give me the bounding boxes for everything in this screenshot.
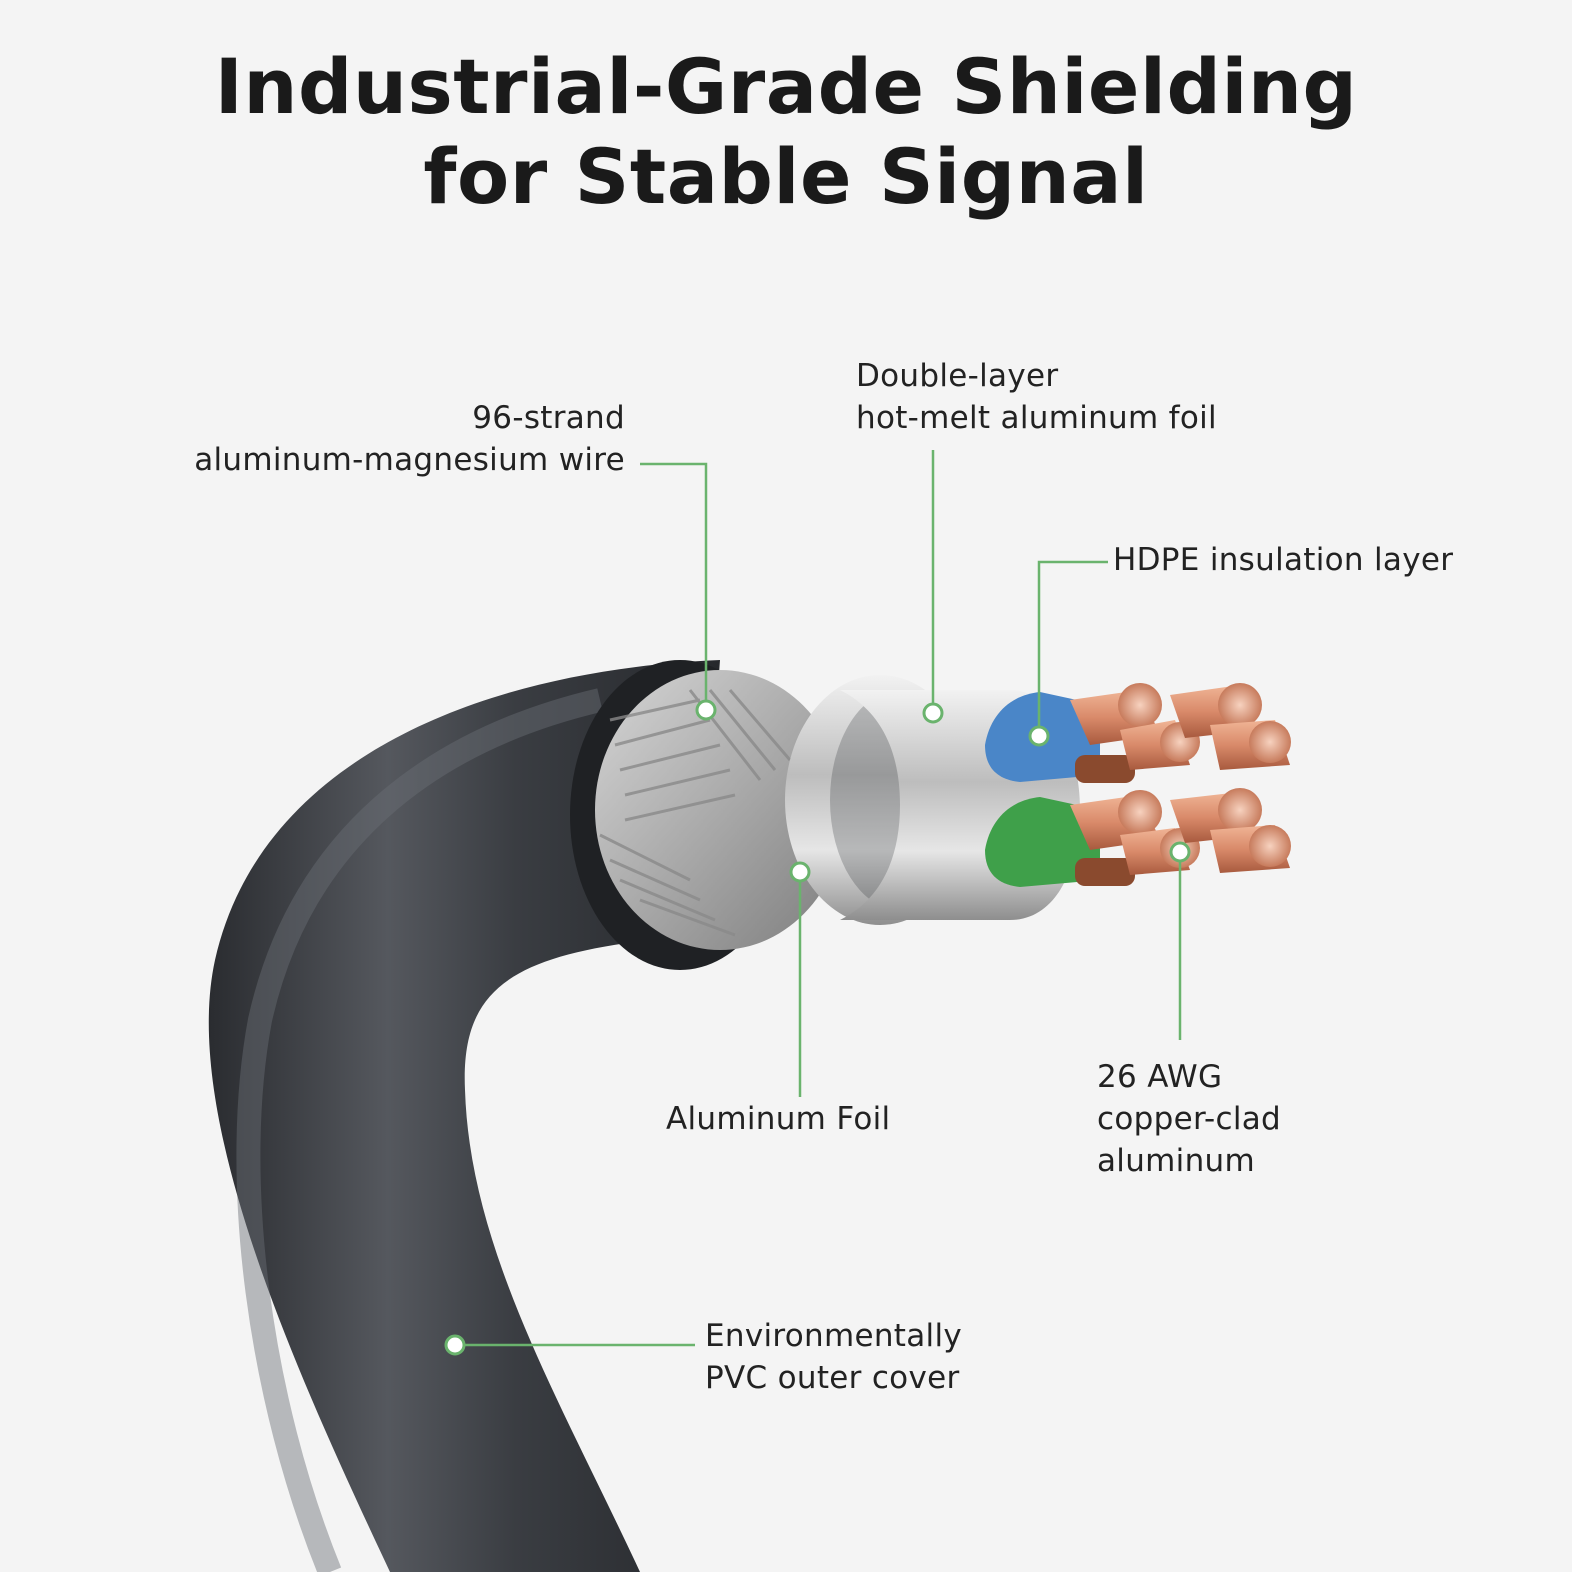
- callout-leaders: [455, 450, 1182, 1347]
- title-line-2: for Stable Signal: [423, 132, 1149, 221]
- dot-wire: [695, 699, 717, 721]
- dot-pvc: [444, 1334, 466, 1356]
- label-double-layer-foil: Double-layer hot-melt aluminum foil: [856, 358, 1217, 436]
- green-insulation: [985, 797, 1100, 887]
- title-line-1: Industrial-Grade Shielding: [214, 42, 1358, 131]
- brown-insulation-1: [1075, 755, 1135, 783]
- page-title: Industrial-Grade Shielding for Stable Si…: [0, 42, 1572, 222]
- callout-dots: [444, 699, 1191, 1356]
- leader-hdpe: [1037, 560, 1108, 736]
- label-hdpe-insulation: HDPE insulation layer: [1113, 542, 1454, 578]
- braid-strands: [599, 689, 792, 937]
- copper-conductors: [1070, 683, 1291, 875]
- jacket-highlight: [236, 688, 603, 1572]
- label-pvc-outer-cover: Environmentally PVC outer cover: [705, 1318, 963, 1396]
- dot-double-foil: [922, 702, 944, 724]
- leader-wire: [640, 462, 708, 710]
- label-aluminum-magnesium-wire: 96-strand aluminum-magnesium wire: [194, 400, 625, 478]
- dot-hdpe: [1028, 725, 1050, 747]
- dot-foil: [789, 861, 811, 883]
- dot-awg: [1169, 841, 1191, 863]
- brown-insulation-2: [1075, 858, 1135, 886]
- label-26-awg: 26 AWG copper-clad aluminum: [1097, 1059, 1282, 1179]
- label-aluminum-foil: Aluminum Foil: [666, 1101, 891, 1137]
